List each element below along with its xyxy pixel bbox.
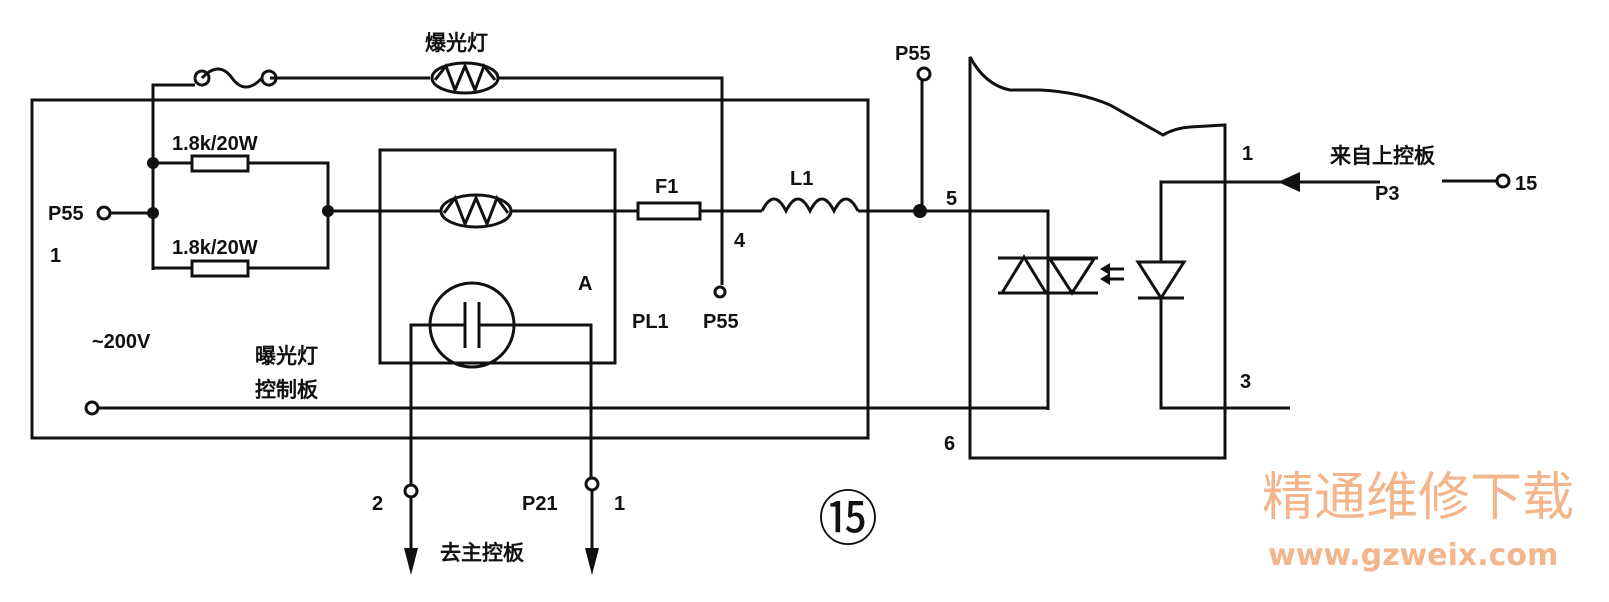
label-pin5: 5 <box>946 188 957 210</box>
led-diode-icon <box>1135 260 1187 301</box>
p55-terminal <box>713 285 727 299</box>
label-pin3: 3 <box>1240 371 1251 393</box>
label-box-a: A <box>578 273 592 295</box>
label-pin15: 15 <box>1515 173 1537 195</box>
label-p55-top: P55 <box>895 43 931 65</box>
label-pin1-right: 1 <box>1242 143 1253 165</box>
triac-icon <box>998 254 1098 296</box>
fuse-f1-icon <box>636 201 702 221</box>
label-resistor-top: 1.8k/20W <box>172 133 258 155</box>
capacitor-icon <box>403 281 600 575</box>
watermark-url: www.gzweix.com <box>1268 538 1558 573</box>
resistor-icon <box>190 154 250 173</box>
p55-top-terminal <box>916 66 932 82</box>
arrow-down-icon <box>585 548 599 575</box>
label-p21: P21 <box>522 493 558 515</box>
label-from-upper-board: 来自上控板 <box>1330 144 1436 168</box>
light-arrows-icon <box>1100 263 1124 285</box>
exposure-lamp-icon <box>430 61 500 95</box>
ac-terminal <box>84 400 100 416</box>
p55-left-terminal <box>96 205 112 221</box>
figure-number: ⑮ <box>818 485 878 555</box>
label-f1: F1 <box>655 176 678 198</box>
box-a-outline <box>378 148 617 365</box>
label-resistor-bottom: 1.8k/20W <box>172 237 258 259</box>
label-p55-left: P55 <box>48 203 84 225</box>
label-to-main-board: 去主控板 <box>440 541 525 565</box>
main-line <box>328 66 1050 410</box>
control-board-outline <box>30 98 870 440</box>
label-p3: P3 <box>1375 183 1399 205</box>
inductor-l1-icon <box>760 197 860 215</box>
heater-lamp-icon <box>439 193 513 229</box>
label-p55-mid: P55 <box>703 311 739 333</box>
watermark-title: 精通维修下载 <box>1262 468 1574 528</box>
label-pin2-bottom: 2 <box>372 493 383 515</box>
arrow-left-icon <box>1278 172 1300 192</box>
label-pin1-left: 1 <box>50 245 61 267</box>
label-pin6: 6 <box>944 433 955 455</box>
pin15-terminal <box>1495 173 1511 189</box>
label-control-board-1: 曝光灯 <box>255 344 318 368</box>
arrow-down-icon <box>404 548 418 575</box>
label-l1: L1 <box>790 168 813 190</box>
label-pin4: 4 <box>734 230 746 252</box>
label-exposure-lamp: 爆光灯 <box>425 31 488 55</box>
exposure-lamp-branch <box>151 61 727 299</box>
solid-state-relay <box>968 56 1511 460</box>
label-voltage: ~200V <box>92 331 151 353</box>
resistor-network <box>96 154 334 278</box>
label-control-board-2: 控制板 <box>255 378 319 402</box>
label-pl1: PL1 <box>632 311 669 333</box>
label-pin1-bottom: 1 <box>614 493 625 515</box>
resistor-icon <box>190 259 250 278</box>
thermal-fuse-icon <box>193 67 278 89</box>
